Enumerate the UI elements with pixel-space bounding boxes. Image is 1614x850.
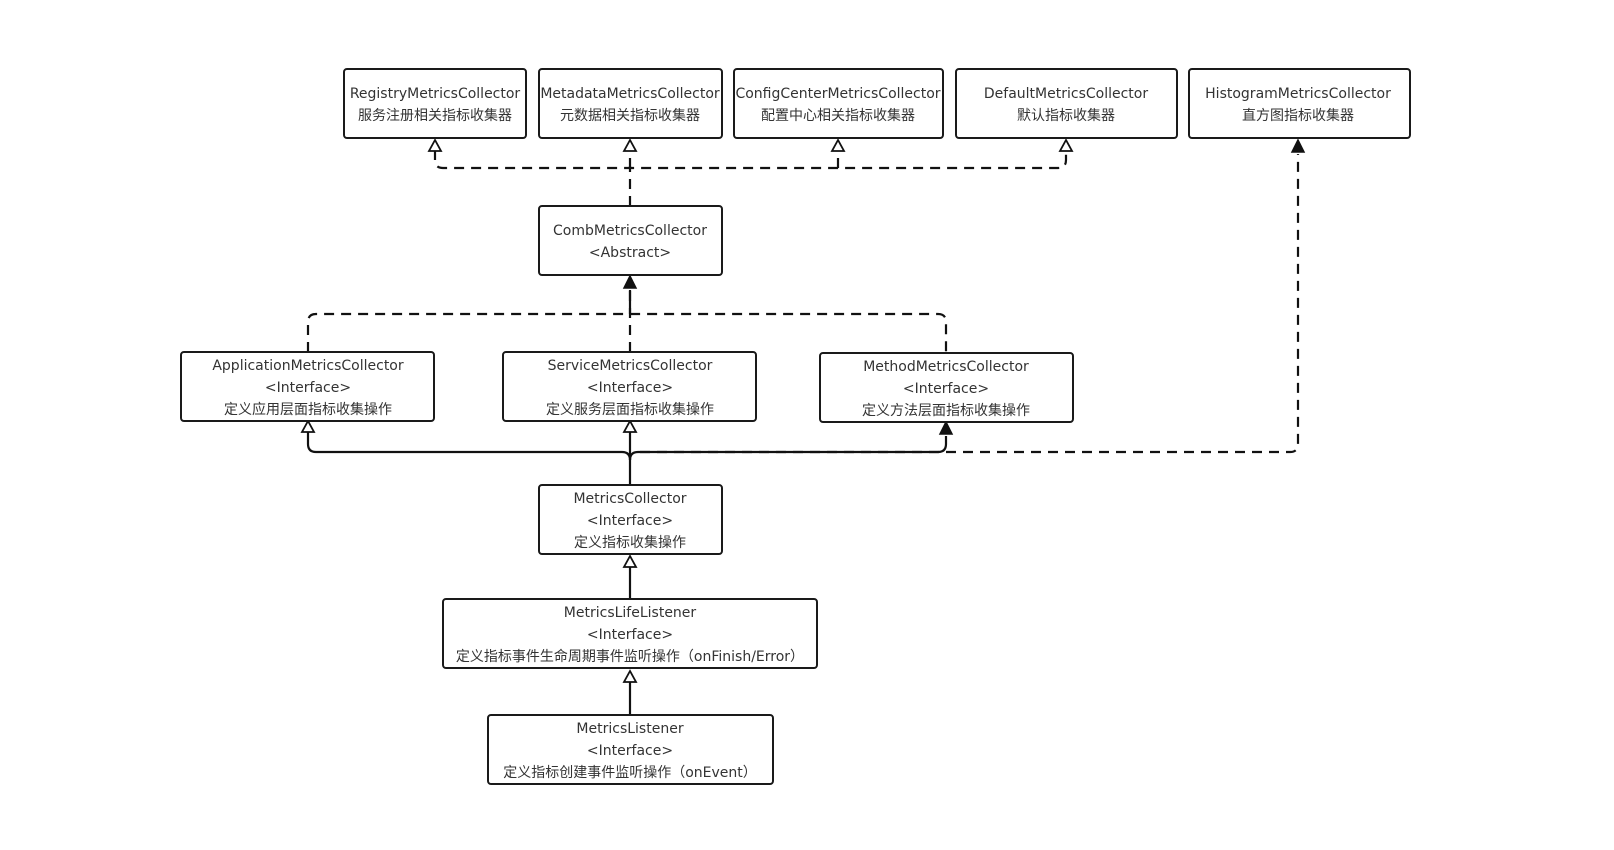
arrowhead-histogram [1290, 138, 1306, 153]
node-metrics-life-listener[interactable]: MetricsLifeListener <Interface> 定义指标事件生命… [442, 598, 818, 669]
arrowhead-method [938, 420, 954, 435]
node-name: MetadataMetricsCollector [540, 86, 720, 102]
node-comb-metrics-collector[interactable]: CombMetricsCollector <Abstract> [538, 205, 723, 276]
edge-metricscollector-to-interfaces [300, 419, 954, 485]
node-histogram-metrics-collector[interactable]: HistogramMetricsCollector 直方图指标收集器 [1188, 68, 1411, 139]
node-name: ApplicationMetricsCollector [212, 358, 404, 374]
node-description: 定义指标创建事件监听操作（onEvent） [503, 765, 757, 781]
edge-lifelistener-to-metricscollector [622, 554, 638, 599]
node-name: MetricsListener [576, 721, 683, 737]
node-metadata-metrics-collector[interactable]: MetadataMetricsCollector 元数据相关指标收集器 [538, 68, 723, 139]
edge-comb-to-collectors [427, 138, 1074, 206]
node-name: DefaultMetricsCollector [984, 86, 1148, 102]
arrowhead-lifelistener [622, 669, 638, 683]
node-name: CombMetricsCollector [553, 223, 707, 239]
arrowhead-default [1058, 138, 1074, 152]
node-name: RegistryMetricsCollector [350, 86, 521, 102]
node-description: 默认指标收集器 [1017, 107, 1115, 124]
node-description: 定义方法层面指标收集操作 [862, 402, 1030, 419]
node-metrics-listener[interactable]: MetricsListener <Interface> 定义指标创建事件监听操作… [487, 714, 774, 785]
node-default-metrics-collector[interactable]: DefaultMetricsCollector 默认指标收集器 [955, 68, 1178, 139]
node-description: 服务注册相关指标收集器 [358, 107, 512, 124]
node-description: 定义指标收集操作 [574, 534, 686, 551]
node-description: 配置中心相关指标收集器 [761, 107, 915, 124]
arrowhead-metricscollector [622, 554, 638, 568]
arrowhead-application [300, 419, 316, 433]
node-stereotype: <Interface> [587, 380, 673, 396]
arrowhead-configcenter [830, 138, 846, 152]
arrowhead-service [622, 419, 638, 433]
node-stereotype: <Interface> [265, 380, 351, 396]
arrowhead-comb [622, 274, 638, 289]
edge-metricscollector-to-histogram [640, 138, 1306, 454]
arrowhead-metadata [622, 138, 638, 152]
arrowhead-registry [427, 138, 443, 152]
node-name: MetricsCollector [573, 491, 686, 507]
node-name: HistogramMetricsCollector [1205, 86, 1391, 102]
node-name: ServiceMetricsCollector [548, 358, 713, 374]
node-metrics-collector[interactable]: MetricsCollector <Interface> 定义指标收集操作 [538, 484, 723, 555]
node-name: ConfigCenterMetricsCollector [735, 86, 940, 102]
node-description: 定义应用层面指标收集操作 [224, 401, 392, 418]
node-service-metrics-collector[interactable]: ServiceMetricsCollector <Interface> 定义服务… [502, 351, 757, 422]
node-stereotype: <Interface> [587, 743, 673, 759]
node-stereotype: <Abstract> [589, 245, 671, 261]
node-description: 定义指标事件生命周期事件监听操作（onFinish/Error） [456, 648, 804, 665]
node-stereotype: <Interface> [587, 627, 673, 643]
node-stereotype: <Interface> [587, 513, 673, 529]
edge-interfaces-to-comb [306, 274, 948, 352]
node-stereotype: <Interface> [903, 381, 989, 397]
edge-listener-to-lifelistener [622, 669, 638, 715]
node-configcenter-metrics-collector[interactable]: ConfigCenterMetricsCollector 配置中心相关指标收集器 [733, 68, 944, 139]
node-description: 直方图指标收集器 [1242, 107, 1354, 124]
node-registry-metrics-collector[interactable]: RegistryMetricsCollector 服务注册相关指标收集器 [343, 68, 527, 139]
node-description: 元数据相关指标收集器 [560, 107, 700, 124]
node-method-metrics-collector[interactable]: MethodMetricsCollector <Interface> 定义方法层… [819, 352, 1074, 423]
node-name: MetricsLifeListener [564, 605, 697, 621]
node-description: 定义服务层面指标收集操作 [546, 401, 714, 418]
node-name: MethodMetricsCollector [863, 359, 1029, 375]
node-application-metrics-collector[interactable]: ApplicationMetricsCollector <Interface> … [180, 351, 435, 422]
